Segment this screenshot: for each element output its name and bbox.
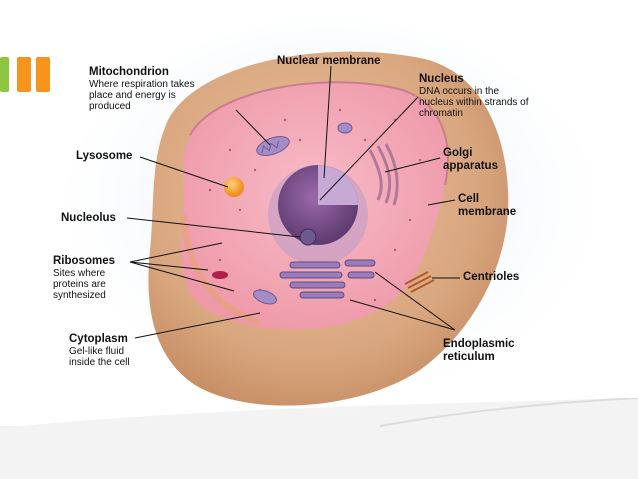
deco-bar-orange-2 [36, 57, 50, 92]
lysosome-icon [224, 177, 244, 197]
label-nuclear-membrane: Nuclear membrane [277, 55, 381, 67]
cytoplasm-speckles [208, 108, 422, 302]
label-nucleus: Nucleus [419, 73, 464, 85]
label-cell-membrane: Cell membrane [458, 193, 517, 218]
label-mitochondrion: Mitochondrion [89, 66, 169, 78]
desc-cytoplasm: Gel-like fluid inside the cell [69, 346, 130, 368]
deco-bar-green [0, 57, 9, 92]
leader-lines [126, 65, 460, 339]
label-ribosomes: Ribosomes [53, 255, 115, 267]
endoplasmic-reticulum-icon [279, 259, 376, 299]
desc-ribosomes: Sites where proteins are synthesized [53, 268, 106, 301]
bottom-band [0, 398, 638, 479]
label-lysosome: Lysosome [76, 150, 133, 162]
label-cytoplasm: Cytoplasm [69, 333, 128, 345]
mitochondrion-icon [256, 135, 290, 157]
nucleus-icon [268, 165, 368, 265]
ribosome-blob [212, 271, 228, 279]
nucleolus-icon [299, 228, 317, 246]
label-golgi-apparatus: Golgi apparatus [443, 147, 498, 172]
label-centrioles: Centrioles [463, 271, 520, 283]
desc-nucleus: DNA occurs in the nucleus within strands… [419, 86, 529, 119]
desc-mitochondrion: Where respiration takes place and energy… [89, 79, 195, 112]
centrioles-icon [404, 271, 435, 293]
label-nucleolus: Nucleolus [61, 212, 116, 224]
golgi-apparatus-icon [368, 143, 399, 206]
label-endoplasmic-reticulum: Endoplasmic reticulum [443, 338, 515, 363]
deco-bar-orange [17, 57, 31, 92]
